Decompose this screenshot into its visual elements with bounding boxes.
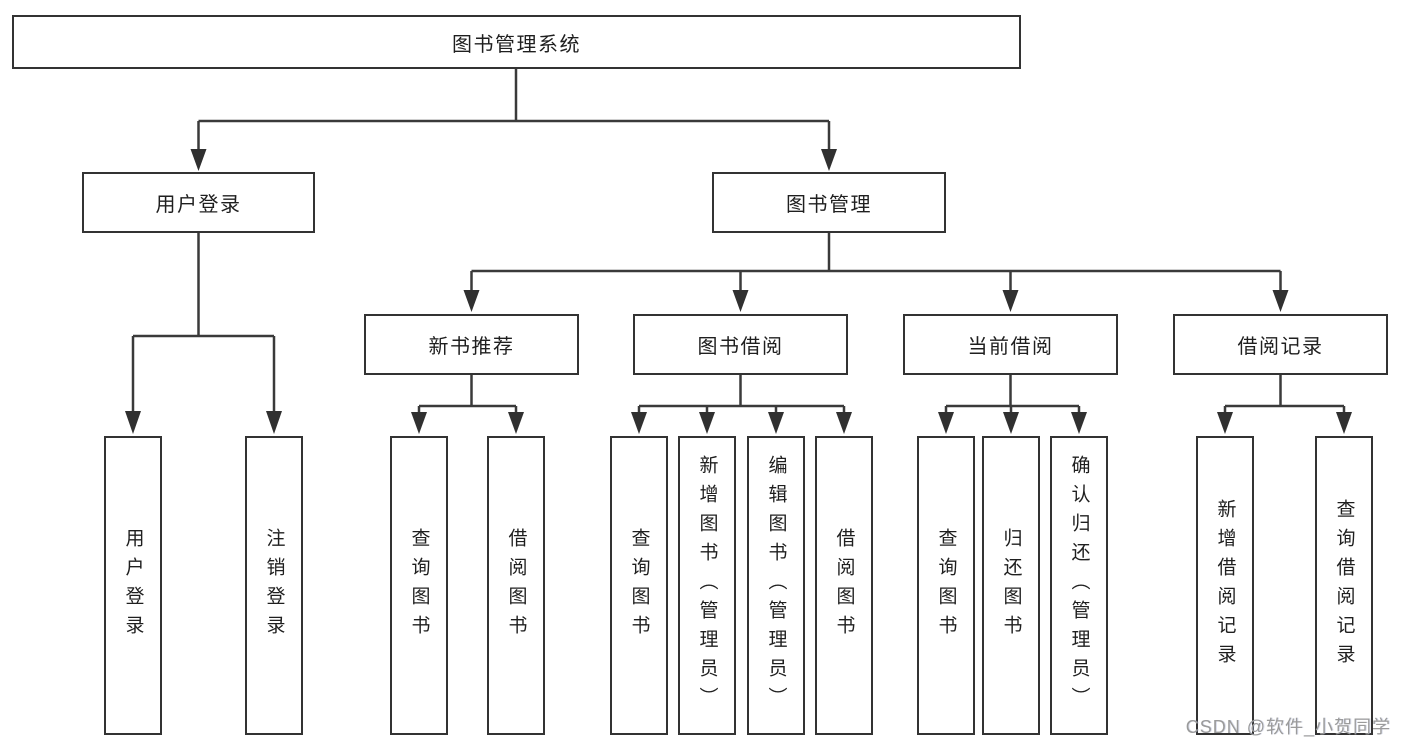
node-label: 归还图书 [1000, 527, 1022, 644]
node-label: 借阅图书 [505, 527, 527, 644]
leaf-query-books-borrowing: 查询图书 [610, 436, 668, 735]
node-label: 图书借阅 [697, 336, 784, 358]
node-label: 确认归还（管理员） [1068, 455, 1090, 716]
connector-paths [131, 69, 1346, 413]
leaf-add-books-admin: 新增图书（管理员） [678, 436, 736, 735]
leaf-confirm-return-admin: 确认归还（管理员） [1050, 436, 1108, 735]
node-label: 新增借阅记录 [1214, 498, 1236, 673]
node-label: 查询图书 [408, 527, 430, 644]
node-label: 新书推荐 [428, 336, 515, 358]
node-label: 借阅记录 [1237, 336, 1324, 358]
node-label: 当前借阅 [967, 336, 1054, 358]
leaf-logout: 注销登录 [245, 436, 303, 735]
node-borrowing-records: 借阅记录 [1173, 314, 1388, 375]
node-book-management: 图书管理 [712, 172, 946, 233]
leaf-user-login: 用户登录 [104, 436, 162, 735]
node-user-login: 用户登录 [82, 172, 315, 233]
leaf-borrow-books: 借阅图书 [815, 436, 873, 735]
leaf-borrow-books-recommend: 借阅图书 [487, 436, 545, 735]
leaf-add-borrow-record: 新增借阅记录 [1196, 436, 1254, 735]
node-label: 注销登录 [263, 527, 285, 644]
node-label: 借阅图书 [833, 527, 855, 644]
leaf-query-books-current: 查询图书 [917, 436, 975, 735]
leaf-query-borrow-record: 查询借阅记录 [1315, 436, 1373, 735]
leaf-query-books-recommend: 查询图书 [390, 436, 448, 735]
node-label: 查询图书 [935, 527, 957, 644]
node-label: 编辑图书（管理员） [765, 455, 787, 716]
node-new-book-recommendation: 新书推荐 [364, 314, 579, 375]
node-label: 用户登录 [122, 527, 144, 644]
node-label: 图书管理系统 [452, 33, 581, 56]
node-label: 图书管理 [786, 194, 872, 216]
node-label: 新增图书（管理员） [696, 455, 718, 716]
leaf-return-books: 归还图书 [982, 436, 1040, 735]
node-label: 查询借阅记录 [1333, 498, 1355, 673]
node-book-borrowing: 图书借阅 [633, 314, 848, 375]
node-label: 用户登录 [155, 194, 242, 216]
leaf-edit-books-admin: 编辑图书（管理员） [747, 436, 805, 735]
node-current-borrowing: 当前借阅 [903, 314, 1118, 375]
node-library-management-system: 图书管理系统 [12, 15, 1021, 69]
node-label: 查询图书 [628, 527, 650, 644]
arrowheads [125, 149, 1352, 434]
